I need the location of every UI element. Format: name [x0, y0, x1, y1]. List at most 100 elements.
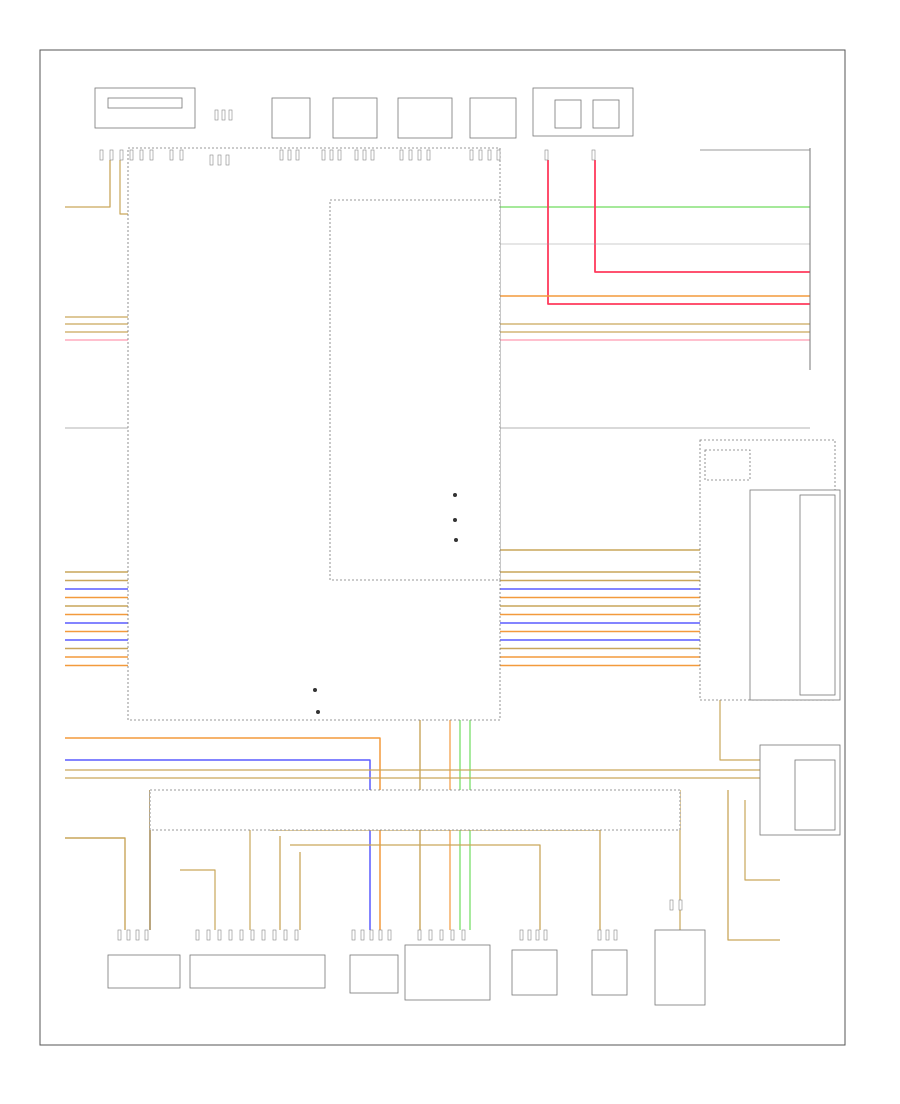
connector-pin — [378, 929, 383, 941]
left-rear-door-module-connector — [469, 97, 517, 139]
connector-pin — [535, 929, 540, 941]
connector-pin — [543, 929, 548, 941]
component-group — [94, 87, 841, 1006]
connector-pin — [206, 929, 211, 941]
left-front-sensor-connector — [271, 97, 311, 139]
connector-pin — [439, 929, 444, 941]
bottom-module-7 — [654, 929, 706, 1006]
connector-pin — [519, 929, 524, 941]
wire-red-1 — [594, 160, 810, 273]
connector-pin — [179, 149, 184, 161]
connector-pin — [135, 929, 140, 941]
right-module-labels — [704, 449, 751, 481]
right-module-body — [799, 494, 836, 696]
connector-pin — [478, 149, 483, 161]
wire-tan-lower-7 — [290, 844, 541, 930]
bottom-module-6 — [591, 949, 628, 996]
connector-pin — [417, 149, 422, 161]
connector-pin — [678, 899, 683, 911]
connector-pin — [362, 149, 367, 161]
connector-pin — [354, 149, 359, 161]
wire-lr-2 — [744, 800, 780, 881]
relay-2 — [592, 99, 620, 129]
wire-blue-lower — [65, 759, 371, 930]
connector-pin — [337, 149, 342, 161]
connector-pin — [294, 929, 299, 941]
wire-orange-lower — [65, 737, 381, 930]
connector-pin — [321, 149, 326, 161]
connector-pin — [272, 929, 277, 941]
connector-pin — [408, 149, 413, 161]
connector-pin — [591, 149, 596, 161]
connector-pin — [360, 929, 365, 941]
connector-pin — [461, 929, 466, 941]
wire-tan-lower-3 — [65, 837, 126, 930]
connector-pin — [214, 109, 219, 121]
connector-pin — [329, 149, 334, 161]
connector-pin — [613, 929, 618, 941]
splice-point — [316, 710, 320, 714]
wire-tan-link — [180, 869, 216, 930]
wire-left-1 — [65, 160, 111, 208]
turn-signal-module-connector — [332, 97, 378, 139]
splice-point — [453, 518, 457, 522]
connector-pin — [239, 929, 244, 941]
left-front-door-module-connector — [397, 97, 453, 139]
connector-pin — [217, 154, 222, 166]
connector-pin — [295, 149, 300, 161]
connector-pin — [144, 929, 149, 941]
connector-pin — [399, 149, 404, 161]
connector-pin — [387, 929, 392, 941]
connector-pin — [139, 149, 144, 161]
bottom-left-module — [107, 954, 181, 989]
connector-pin — [450, 929, 455, 941]
connector-pin — [469, 149, 474, 161]
connector-pin — [217, 929, 222, 941]
connector-pin — [605, 929, 610, 941]
wire-lr-3 — [727, 790, 780, 941]
connector-pin — [228, 929, 233, 941]
wire-red-2 — [547, 160, 810, 305]
connector-pin — [209, 154, 214, 166]
connector-pin — [544, 149, 549, 161]
connector-pin — [169, 149, 174, 161]
connector-pin — [279, 149, 284, 161]
connector-pin — [428, 929, 433, 941]
connector-pin — [119, 149, 124, 161]
connector-pin — [250, 929, 255, 941]
bottom-center-connector — [189, 954, 326, 989]
connector-pin — [99, 149, 104, 161]
connector-pin — [225, 154, 230, 166]
connector-pin — [261, 929, 266, 941]
bottom-harness-area — [149, 789, 681, 831]
splice-point — [453, 493, 457, 497]
diagram-frame — [39, 49, 846, 1046]
connector-pin — [527, 929, 532, 941]
connector-pin — [417, 929, 422, 941]
connector-pin — [597, 929, 602, 941]
connector-pin — [117, 929, 122, 941]
splice-point — [454, 538, 458, 542]
connector-pin — [126, 929, 131, 941]
bottom-module-4 — [404, 944, 491, 1001]
connector-pin — [149, 149, 154, 161]
connector-pin — [221, 109, 226, 121]
splice-point — [313, 688, 317, 692]
bottom-module-3 — [349, 954, 399, 994]
connector-pin — [669, 899, 674, 911]
relay-1 — [554, 99, 582, 129]
left-door-module-inner — [107, 97, 183, 109]
connector-pin — [496, 149, 501, 161]
connector-pin — [426, 149, 431, 161]
connector-pin — [283, 929, 288, 941]
connector-pin — [228, 109, 233, 121]
connector-pin — [195, 929, 200, 941]
lower-right-module-body — [794, 759, 836, 831]
connector-pin — [129, 149, 134, 161]
inner-module-boundary — [329, 199, 501, 581]
connector-pin — [109, 149, 114, 161]
connector-pin — [369, 929, 374, 941]
connector-pin — [487, 149, 492, 161]
connector-pin — [351, 929, 356, 941]
